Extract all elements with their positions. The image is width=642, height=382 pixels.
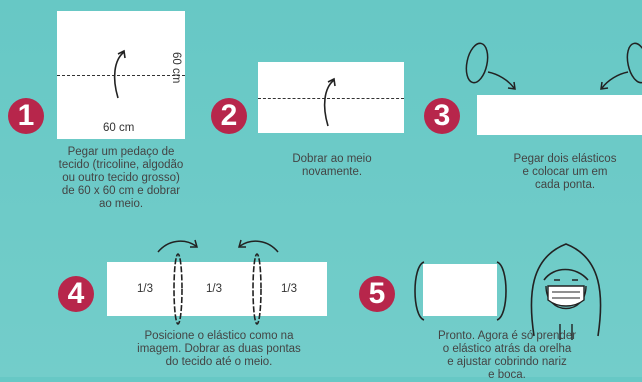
- step-5-mask: [423, 264, 497, 316]
- step-4-caption: Posicione o elástico como na imagem. Dob…: [137, 330, 301, 368]
- step-5-caption: Pronto. Agora é só prender o elástico at…: [437, 330, 577, 381]
- face-with-mask-icon: [530, 243, 602, 340]
- curved-arrow-icon: [323, 77, 336, 127]
- step-1-caption: Pegar um pedaço de tecido (tricoline, al…: [58, 146, 184, 210]
- step-4-fabric: [107, 262, 327, 316]
- step-4-section-middle: 1/3: [206, 283, 222, 295]
- curved-arrow-icon: [238, 239, 279, 253]
- elastic-loop-icon: [496, 261, 507, 321]
- elastic-loop-icon: [173, 253, 183, 325]
- curved-arrow-icon: [157, 239, 198, 253]
- step-4-section-right: 1/3: [281, 283, 297, 295]
- step-2-caption: Dobrar ao meio novamente.: [292, 153, 372, 178]
- step-3-badge: 3: [424, 98, 460, 134]
- curved-arrow-icon: [600, 71, 629, 90]
- step-1-fold-line: [57, 75, 185, 76]
- step-5-badge: 5: [359, 276, 395, 312]
- step-4-badge: 4: [58, 276, 94, 312]
- elastic-loop-icon: [626, 42, 642, 84]
- step-2-fold-line: [258, 98, 404, 99]
- step-4-section-left: 1/3: [137, 283, 153, 295]
- elastic-loop-icon: [465, 42, 489, 84]
- elastic-loop-icon: [252, 253, 262, 325]
- curved-arrow-icon: [113, 49, 126, 99]
- step-1-height-label: 60 cm: [170, 52, 182, 84]
- step-2-fabric: [258, 62, 404, 133]
- step-3-fabric: [477, 95, 642, 135]
- step-1-badge: 1: [8, 98, 44, 134]
- step-3-caption: Pegar dois elásticos e colocar um em cad…: [513, 153, 617, 191]
- curved-arrow-icon: [487, 71, 516, 90]
- step-1-width-label: 60 cm: [103, 122, 135, 134]
- elastic-loop-icon: [414, 261, 425, 321]
- step-2-badge: 2: [211, 98, 247, 134]
